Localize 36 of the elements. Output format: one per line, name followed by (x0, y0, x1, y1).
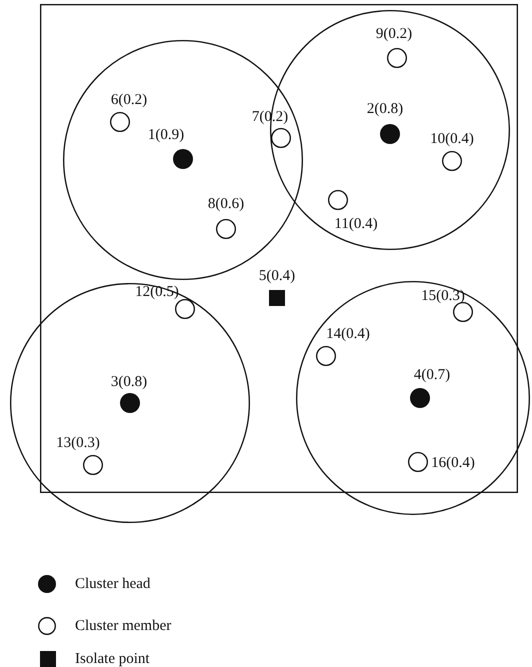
member-circle (442, 151, 462, 171)
cluster-circle (10, 283, 250, 523)
member-circle (408, 452, 428, 472)
point-label: 1(0.9) (148, 127, 184, 143)
point-label: 5(0.4) (258, 268, 296, 284)
cluster-circle (296, 281, 530, 515)
member-circle (216, 219, 236, 239)
member-circle (328, 190, 348, 210)
frame-box (40, 4, 518, 493)
point-label: 4(0.7) (414, 367, 450, 383)
point-label: 2(0.8) (366, 101, 404, 117)
member-circle (110, 112, 130, 132)
member-circle (453, 302, 473, 322)
isolate-square (269, 290, 285, 306)
cluster-head-dot (380, 124, 400, 144)
point-label: 15(0.3) (421, 288, 465, 304)
legend-text: Cluster member (75, 617, 172, 635)
member-circle (175, 299, 195, 319)
point-label: 11(0.4) (334, 216, 378, 232)
cluster-head-dot (173, 149, 193, 169)
cluster-head-dot (120, 393, 140, 413)
point-label: 14(0.4) (326, 326, 370, 342)
point-label: 13(0.3) (56, 435, 100, 451)
legend-text: Isolate point (75, 650, 150, 667)
member-circle (387, 48, 407, 68)
member-circle (83, 455, 103, 475)
point-label: 16(0.4) (431, 455, 475, 471)
member-circle (316, 346, 336, 366)
point-label: 6(0.2) (110, 92, 148, 108)
point-label: 8(0.6) (208, 196, 244, 212)
point-label: 10(0.4) (430, 131, 474, 147)
point-label: 9(0.2) (376, 26, 412, 42)
legend-text: Cluster head (75, 575, 150, 593)
point-label: 3(0.8) (110, 374, 148, 390)
cluster-head-dot (410, 388, 430, 408)
member-circle (271, 128, 291, 148)
